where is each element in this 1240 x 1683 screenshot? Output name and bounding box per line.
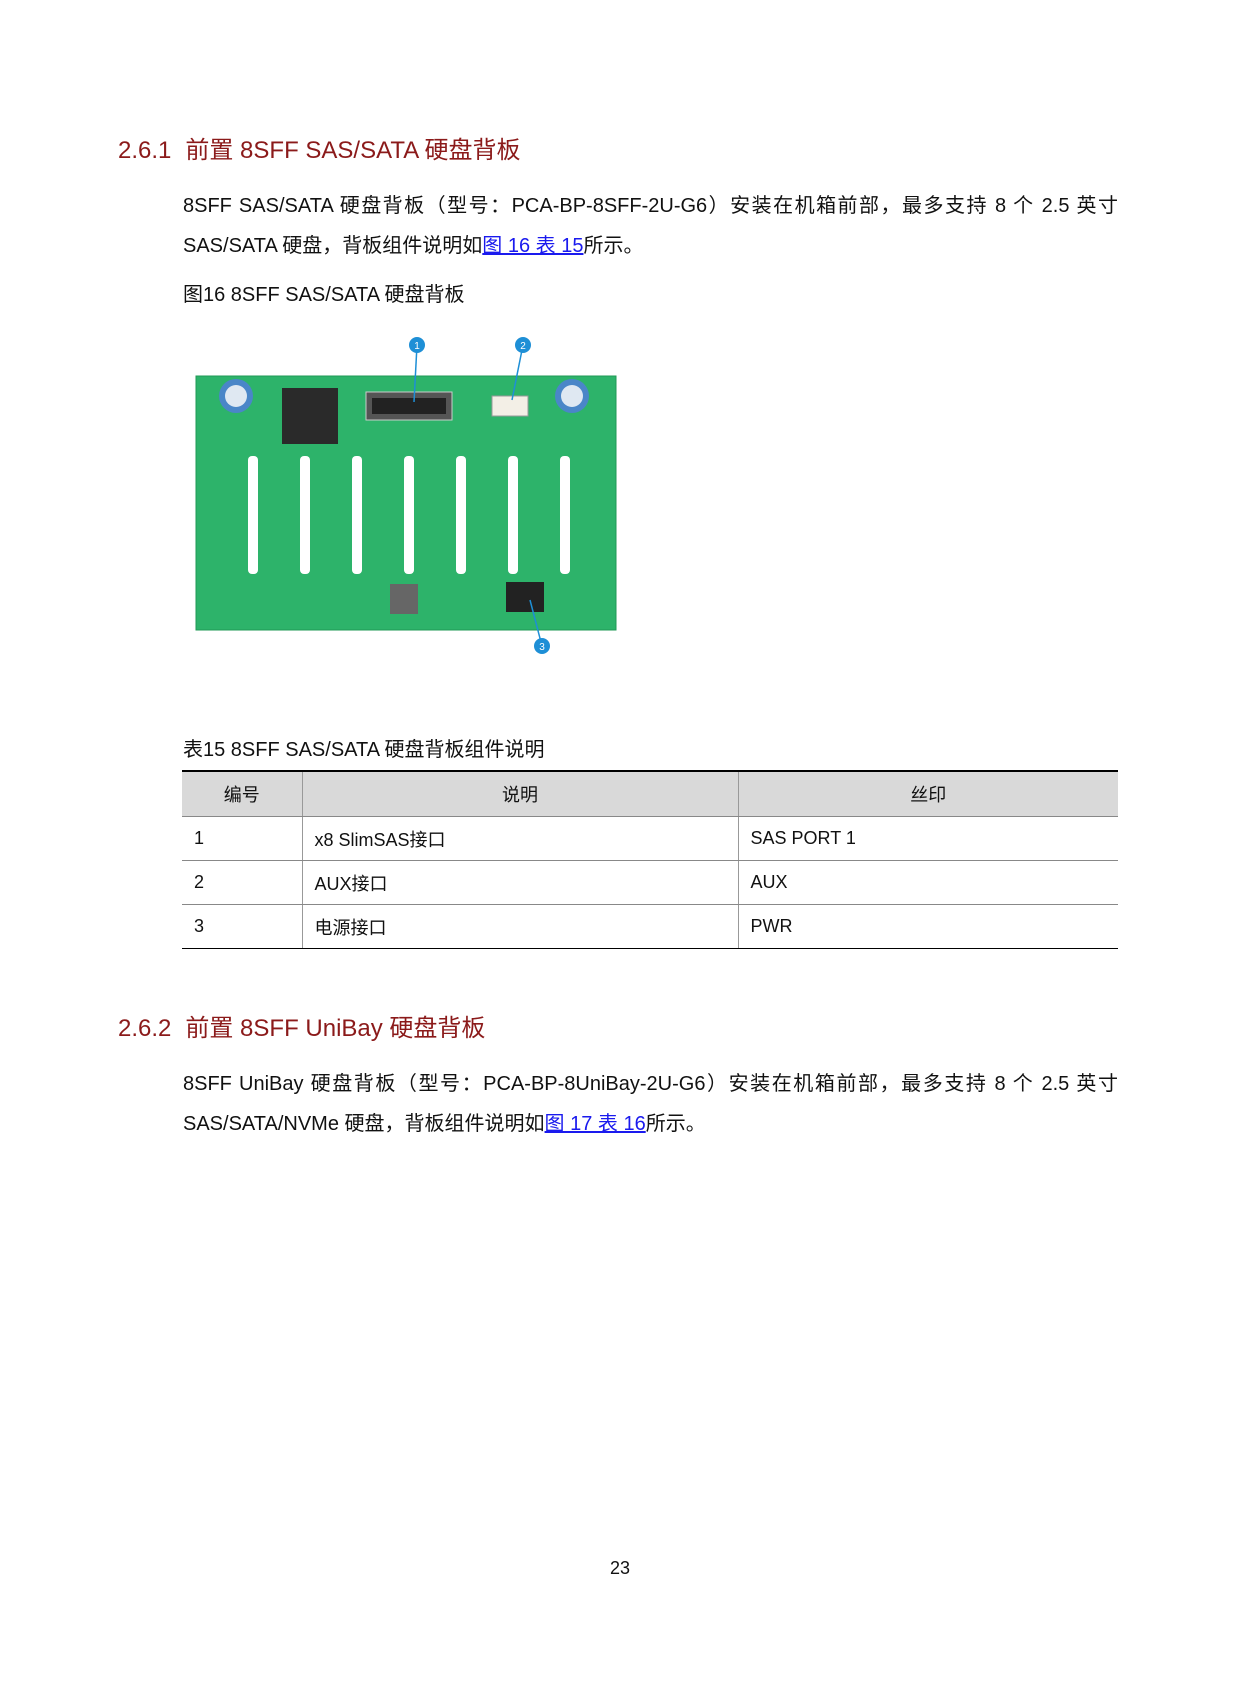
cell-description: AUX接口 — [301, 860, 738, 905]
cell-number: 3 — [182, 904, 302, 949]
pcb-slot — [300, 456, 310, 574]
cell-number: 1 — [182, 816, 302, 861]
section-number: 2.6.2 — [118, 1015, 172, 1042]
callout-1: 1 — [409, 337, 425, 403]
cell-description: 电源接口 — [301, 904, 738, 949]
paragraph-8sff-unibay: 8SFF UniBay 硬盘背板（型号：PCA-BP-8UniBay-2U-G6… — [183, 1064, 1118, 1144]
header-silkscreen: 丝印 — [737, 770, 1118, 817]
cell-description: x8 SlimSAS接口 — [301, 816, 738, 861]
cell-silkscreen: PWR — [737, 904, 1118, 949]
cell-silkscreen: SAS PORT 1 — [737, 816, 1118, 861]
page-number: 23 — [609, 1558, 631, 1578]
paragraph-text: 8SFF UniBay 硬盘背板（型号：PCA-BP-8UniBay-2U-G6… — [183, 1073, 1118, 1135]
svg-text:3: 3 — [539, 642, 545, 653]
figure-caption: 图16 8SFF SAS/SATA 硬盘背板 — [183, 284, 465, 306]
paragraph-text-end: 所示。 — [583, 235, 644, 257]
header-description: 说明 — [301, 770, 738, 817]
figure-table-link[interactable]: 图 17 表 16 — [544, 1113, 646, 1135]
paragraph-8sff-sas: 8SFF SAS/SATA 硬盘背板（型号：PCA-BP-8SFF-2U-G6）… — [183, 186, 1118, 266]
paragraph-text-end: 所示。 — [645, 1113, 706, 1135]
section-heading-2-6-2: 2.6.2 前置 8SFF UniBay 硬盘背板 — [118, 1008, 485, 1043]
paragraph-text: 8SFF SAS/SATA 硬盘背板（型号：PCA-BP-8SFF-2U-G6）… — [183, 195, 1118, 257]
cell-number: 2 — [182, 860, 302, 905]
pcb-slot — [560, 456, 570, 574]
svg-text:2: 2 — [520, 341, 526, 352]
section-title: 前置 8SFF SAS/SATA 硬盘背板 — [185, 137, 521, 164]
backplane-figure: 1 2 3 — [195, 337, 617, 654]
section-heading-2-6-1: 2.6.1 前置 8SFF SAS/SATA 硬盘背板 — [118, 130, 521, 165]
pcb-slot — [508, 456, 518, 574]
pcb-slot — [352, 456, 362, 574]
table-header-row: 编号 说明 丝印 — [182, 770, 1118, 817]
pcb-slot — [404, 456, 414, 574]
section-title: 前置 8SFF UniBay 硬盘背板 — [185, 1015, 486, 1042]
pcb-slot — [248, 456, 258, 574]
header-number: 编号 — [182, 770, 302, 817]
pcb-board — [195, 375, 617, 631]
pcb-slot — [456, 456, 466, 574]
table-caption: 表15 8SFF SAS/SATA 硬盘背板组件说明 — [183, 739, 545, 761]
svg-text:1: 1 — [414, 341, 420, 352]
figure-table-link[interactable]: 图 16 表 15 — [482, 235, 584, 257]
cell-silkscreen: AUX — [737, 860, 1118, 905]
section-number: 2.6.1 — [118, 137, 172, 164]
callout-2: 2 — [511, 337, 531, 401]
callout-3: 3 — [529, 599, 550, 654]
